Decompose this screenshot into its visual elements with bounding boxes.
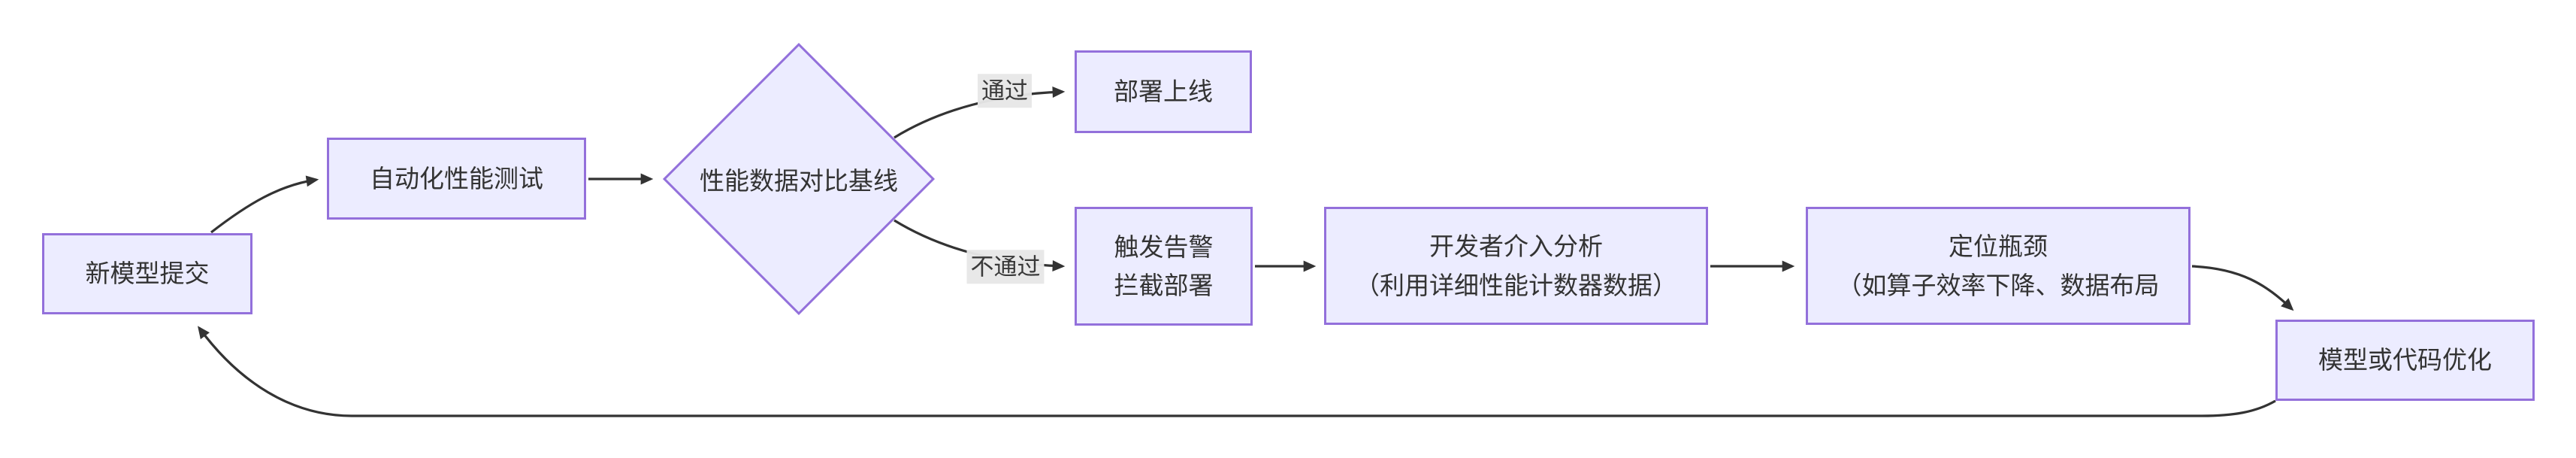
node-label-line2: （如算子效率下降、数据布局	[1837, 271, 2160, 299]
node-baseline-comparison-decision: 性能数据对比基线	[662, 42, 936, 316]
node-label-line2: （利用详细性能计数器数据）	[1355, 271, 1677, 299]
node-label-line1: 定位瓶颈	[1949, 232, 2048, 261]
node-model-or-code-optimization: 模型或代码优化	[2275, 320, 2535, 401]
node-label: 部署上线	[1114, 77, 1213, 106]
node-label-line2: 拦截部署	[1114, 271, 1214, 299]
edge-label-fail: 不通过	[966, 250, 1045, 284]
edge-submit-to-autotest	[210, 175, 319, 234]
node-label-line1: 开发者介入分析	[1429, 232, 1603, 261]
node-deploy-online: 部署上线	[1075, 50, 1252, 133]
edge-label-text: 不通过	[970, 253, 1041, 281]
edge-label-pass: 通过	[978, 74, 1032, 108]
node-label: 性能数据对比基线	[700, 167, 898, 195]
edge-bottleneck-to-optimize	[2191, 265, 2294, 311]
node-trigger-alert-block-deploy: 触发告警 拦截部署	[1075, 207, 1253, 326]
node-label: 自动化性能测试	[370, 164, 543, 193]
node-locate-bottleneck: 定位瓶颈 （如算子效率下降、数据布局	[1806, 207, 2191, 325]
edge-compare-to-deploy-pass	[893, 86, 1066, 139]
node-developer-analysis: 开发者介入分析 （利用详细性能计数器数据）	[1324, 207, 1708, 325]
node-label: 新模型提交	[85, 259, 210, 288]
node-label-line1: 触发告警	[1114, 232, 1214, 261]
edge-optimize-to-submit-feedback	[198, 326, 2276, 417]
node-automated-performance-test: 自动化性能测试	[327, 138, 586, 220]
node-new-model-submission: 新模型提交	[42, 233, 252, 314]
edge-label-text: 通过	[981, 77, 1028, 105]
node-label: 模型或代码优化	[2318, 346, 2492, 375]
